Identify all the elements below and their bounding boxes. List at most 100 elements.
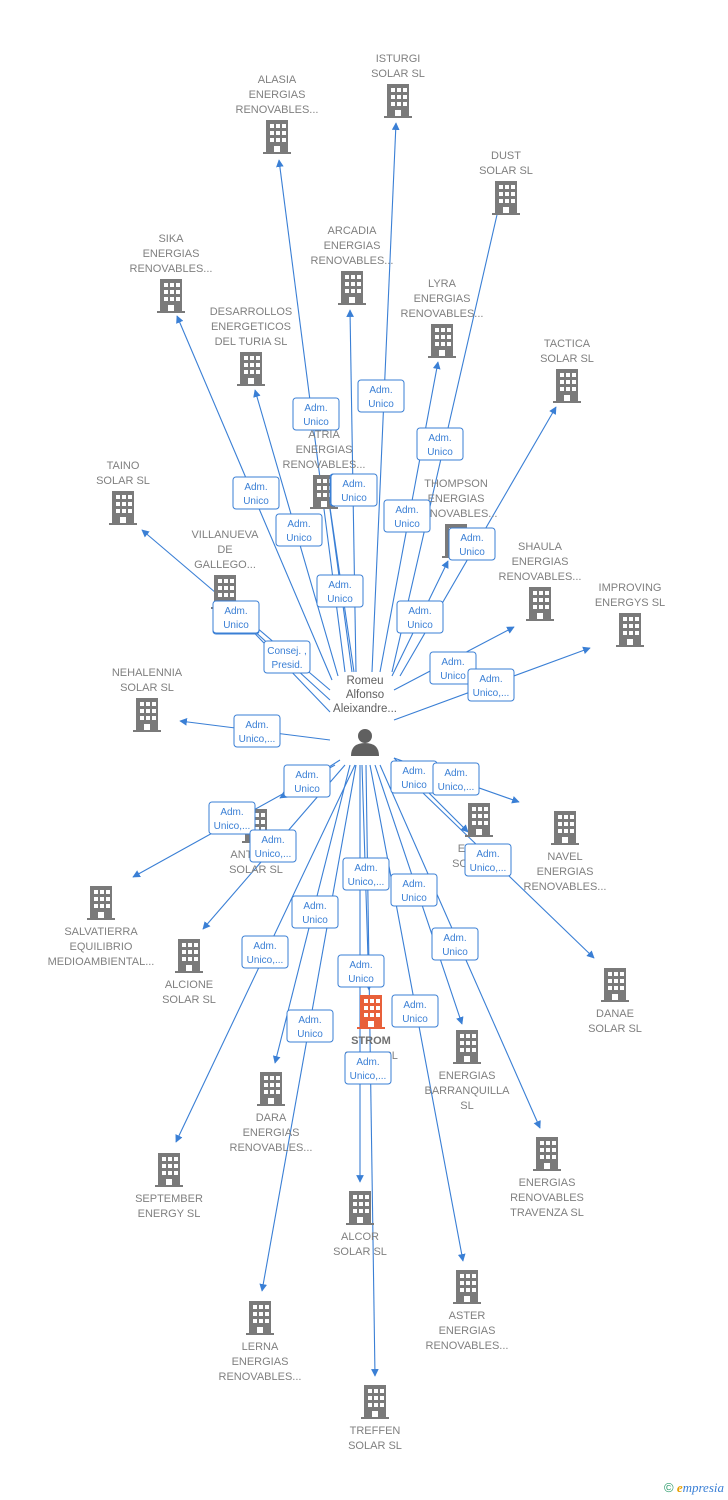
edge-label-villanueva[interactable]: Consej. ,Presid. xyxy=(263,640,311,674)
edge-label-alcor[interactable]: Adm.Unico xyxy=(337,954,385,988)
edge-label-travenza[interactable]: Adm.Unico xyxy=(431,927,479,961)
edge-label-september[interactable]: Adm.Unico,... xyxy=(241,935,289,969)
building-icon xyxy=(533,1137,561,1171)
company-label: TREFFEN xyxy=(350,1425,401,1437)
company-node-aster[interactable]: ASTERENERGIASRENOVABLES... xyxy=(426,1270,509,1352)
edge-label-danae[interactable]: Adm.Unico,... xyxy=(464,843,512,877)
footer-brand[interactable]: © empresia xyxy=(664,1480,724,1496)
edge-label-text: Unico xyxy=(401,893,427,904)
edge-label-box xyxy=(344,1051,392,1085)
edge-label-atria[interactable]: Adm.Unico xyxy=(330,473,378,507)
company-node-thompson[interactable]: THOMPSONENERGIASRENOVABLES... xyxy=(415,478,498,558)
company-label: ENERGYS SL xyxy=(595,597,665,609)
edge-label-villanueva[interactable]: Adm.Unico xyxy=(212,600,260,634)
company-label: ALCOR xyxy=(341,1231,379,1243)
edge-label-text: Adm. xyxy=(287,519,310,530)
edge-label-dara[interactable]: Adm.Unico xyxy=(291,895,339,929)
company-node-salvatierra[interactable]: SALVATIERRAEQUILIBRIOMEDIOAMBIENTAL... xyxy=(48,886,155,968)
company-node-shaula[interactable]: SHAULAENERGIASRENOVABLES... xyxy=(499,541,582,621)
edge-label-desarrollos[interactable]: Adm.Unico xyxy=(275,513,323,547)
edge-label-box xyxy=(286,1009,334,1043)
person-node[interactable]: RomeuAlfonsoAleixandre... xyxy=(333,675,397,756)
edge-label-box xyxy=(448,527,496,561)
edge-label-box xyxy=(263,640,311,674)
company-node-alasia[interactable]: ALASIAENERGIASRENOVABLES... xyxy=(236,74,319,154)
edge-label-nehalennia[interactable]: Adm.Unico,... xyxy=(233,714,281,748)
company-label: SOLAR SL xyxy=(348,1440,402,1452)
edge-label-text: Presid. xyxy=(271,660,302,671)
company-node-atria[interactable]: ATRIAENERGIASRENOVABLES... xyxy=(283,429,366,509)
edge-label-text: Unico,... xyxy=(348,877,385,888)
edge-label-antares[interactable]: Adm.Unico xyxy=(283,764,331,798)
building-icon xyxy=(428,324,456,358)
edge-label-aster[interactable]: Adm.Unico xyxy=(391,994,439,1028)
edge-label-text: Adm. xyxy=(328,580,351,591)
edge-label-text: Adm. xyxy=(304,403,327,414)
company-label: VILLANUEVA xyxy=(191,529,259,541)
building-icon xyxy=(338,271,366,305)
building-icon xyxy=(246,1301,274,1335)
edge-label-sika[interactable]: Adm.Unico xyxy=(232,476,280,510)
company-label: ALASIA xyxy=(258,74,297,86)
company-label: DE xyxy=(217,544,232,556)
company-node-treffen[interactable]: TREFFEN SOLAR SL xyxy=(348,1385,402,1452)
edge-label-shaula[interactable]: Adm.Unico xyxy=(429,651,477,685)
edge-label-atria[interactable]: Adm.Unico xyxy=(316,574,364,608)
edge-label-text: Unico,... xyxy=(350,1071,387,1082)
edge-label-text: Unico xyxy=(302,915,328,926)
company-node-dara[interactable]: DARAENERGIASRENOVABLES... xyxy=(230,1072,313,1154)
edge-label-salvatierra[interactable]: Adm.Unico,... xyxy=(208,801,256,835)
company-node-arcadia[interactable]: ARCADIAENERGIASRENOVABLES... xyxy=(311,225,394,305)
company-node-lyra[interactable]: LYRAENERGIASRENOVABLES... xyxy=(401,278,484,358)
edge-label-lyra[interactable]: Adm.Unico xyxy=(383,499,431,533)
company-node-sika[interactable]: SIKAENERGIASRENOVABLES... xyxy=(130,233,213,313)
edge-label-thompson[interactable]: Adm.Unico xyxy=(396,600,444,634)
edge-label-dust[interactable]: Adm.Unico xyxy=(416,427,464,461)
company-label: ENERGIAS xyxy=(249,89,306,101)
company-label: SALVATIERRA xyxy=(64,926,138,938)
company-node-villanueva[interactable]: VILLANUEVADEGALLEGO... xyxy=(191,529,259,609)
company-label: ASTER xyxy=(449,1310,486,1322)
building-icon xyxy=(155,1153,183,1187)
edge-label-text: Adm. xyxy=(354,863,377,874)
edge-label-navel[interactable]: Adm.Unico,... xyxy=(432,762,480,796)
edge-label-text: Adm. xyxy=(403,1000,426,1011)
company-node-navel[interactable]: NAVELENERGIASRENOVABLES... xyxy=(524,811,607,893)
edge-label-barranquilla[interactable]: Adm.Unico xyxy=(390,873,438,907)
edge-label-tactica[interactable]: Adm.Unico xyxy=(448,527,496,561)
building-icon xyxy=(263,120,291,154)
edge-label-treffen[interactable]: Adm.Unico,... xyxy=(344,1051,392,1085)
company-node-lerna[interactable]: LERNAENERGIASRENOVABLES... xyxy=(219,1301,302,1383)
edge-label-improving[interactable]: Adm.Unico,... xyxy=(467,668,515,702)
company-label: SOLAR SL xyxy=(588,1023,642,1035)
edge-label-elnath[interactable]: Adm.Unico xyxy=(390,760,438,794)
company-label: RENOVABLES... xyxy=(311,255,394,267)
company-label: ENERGY SL xyxy=(138,1208,201,1220)
brand-name: mpresia xyxy=(682,1480,724,1495)
edge-label-box xyxy=(316,574,364,608)
company-label: ENERGIAS xyxy=(439,1070,496,1082)
edge-label-isturgi[interactable]: Adm.Unico xyxy=(357,379,405,413)
company-label: TAINO xyxy=(107,460,140,472)
edge-label-alcione[interactable]: Adm.Unico,... xyxy=(249,829,297,863)
edge-label-alasia[interactable]: Adm.Unico xyxy=(292,397,340,431)
company-label: ENERGIAS xyxy=(512,556,569,568)
edge-label-lerna[interactable]: Adm.Unico xyxy=(286,1009,334,1043)
edge-label-text: Adm. xyxy=(395,505,418,516)
edge-label-box xyxy=(467,668,515,702)
edge-label-text: Unico xyxy=(223,620,249,631)
edge-label-strom[interactable]: Adm. Unico,... xyxy=(342,857,390,891)
